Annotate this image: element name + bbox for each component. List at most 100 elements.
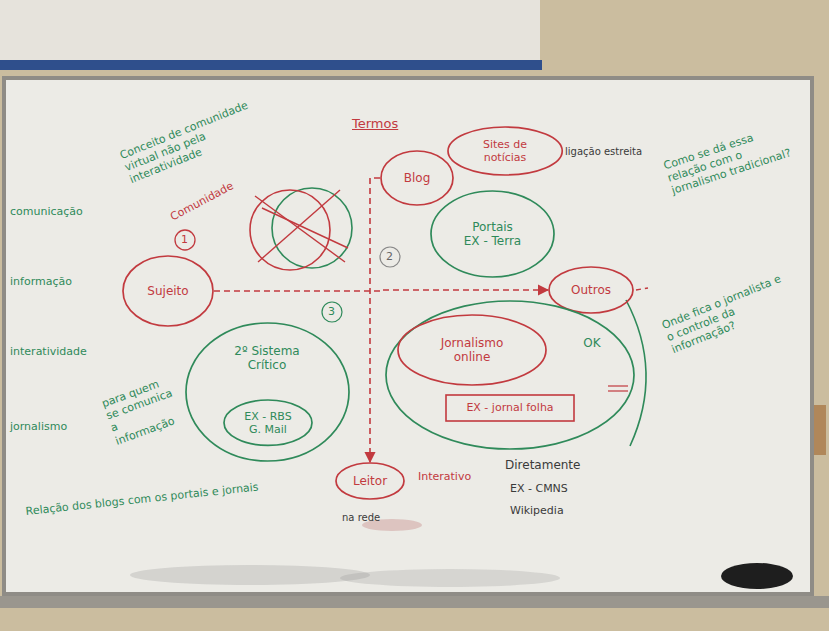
callout-circle	[322, 302, 342, 322]
smudge	[130, 565, 370, 585]
note: ligação estreita	[565, 146, 650, 158]
text-group: Leitor	[335, 462, 405, 500]
subject-circle: Sujeito	[122, 255, 214, 327]
circle-border	[123, 256, 213, 326]
label-holder: comunicação	[10, 205, 83, 218]
note: na rede	[342, 512, 380, 524]
node-text: EX - jornal folha	[466, 401, 553, 414]
dashed-leader	[636, 288, 648, 290]
smudge	[340, 569, 560, 587]
wall-fixture	[814, 405, 826, 455]
node-text: EX - RBS	[244, 410, 291, 423]
bracket	[626, 300, 646, 446]
note: Relação dos blogs com os portais e jorna…	[25, 478, 285, 518]
board-tray	[0, 596, 829, 608]
label-holder: Comunidade	[168, 179, 236, 223]
node-text: Portais	[472, 220, 513, 234]
label-holder: Termos	[352, 116, 398, 132]
label-holder: Conceito de comunidade virtual não pela …	[118, 94, 272, 187]
circle-outline	[185, 322, 350, 462]
text-group: PortaisEX - Terra	[430, 190, 555, 278]
board-surface	[6, 80, 810, 592]
text-group: EX - jornal folha	[445, 394, 575, 422]
label-holder: 3	[328, 305, 335, 318]
label-holder: na rede	[342, 512, 380, 524]
blog-circle: Blog	[380, 150, 454, 206]
eraser	[721, 563, 793, 589]
node-text: EX - Terra	[464, 234, 521, 248]
dashed-arrow	[214, 290, 548, 291]
circle-border	[186, 323, 349, 461]
node-text: Outros	[571, 283, 611, 297]
system-circle: EX - RBSG. Mail 2º Sistema Crítico	[185, 322, 350, 462]
note: Diretamente	[505, 458, 580, 472]
label-holder: jornalismo	[10, 420, 67, 433]
label-holder: Interativo	[418, 470, 471, 483]
node-text: G. Mail	[249, 423, 287, 436]
journalism-circle: Jornalismo online	[397, 314, 547, 386]
text-group: EX - RBSG. Mail	[223, 399, 313, 446]
node-text: Jornalismo online	[427, 336, 517, 365]
node-text: Sites de notícias	[469, 138, 541, 164]
callout-number: 3	[328, 305, 335, 318]
news-sites-circle: Sites de notícias	[447, 126, 563, 176]
circle-border	[381, 151, 453, 205]
note: Onde fica o jornalista e o controle da i…	[660, 272, 793, 357]
note: para quem se comunica a informação	[100, 374, 184, 448]
crossed-circle	[272, 188, 352, 268]
label-holder: EX - CMNS	[510, 482, 568, 495]
circle-border	[448, 127, 562, 175]
callout-circle	[175, 230, 195, 250]
note: EX - CMNS	[510, 482, 568, 495]
node-text: OK	[577, 336, 607, 350]
example-box: EX - jornal folha	[445, 394, 575, 422]
node-text: Sujeito	[147, 284, 188, 298]
projector-screen	[0, 0, 540, 62]
note: Wikipedia	[510, 504, 564, 517]
label-holder: Wikipedia	[510, 504, 564, 517]
circle-border	[549, 267, 633, 313]
box-border	[446, 395, 574, 421]
text-group: Outros	[548, 266, 634, 314]
label-holder: 2	[386, 250, 393, 263]
tick-mark	[608, 390, 628, 391]
text-group: Sujeito	[122, 255, 214, 327]
others-circle: Outros	[548, 266, 634, 314]
node-text: Leitor	[353, 474, 387, 488]
label-holder: para quem se comunica a informação	[100, 374, 184, 448]
screen-bar	[0, 60, 542, 70]
note: Como se dá essa relação com o jornalismo…	[662, 120, 798, 198]
circle-border	[224, 400, 312, 445]
portals-circle: PortaisEX - Terra	[430, 190, 555, 278]
dashed-arrow	[370, 178, 380, 462]
text-group: Sites de notícias	[447, 126, 563, 176]
label-holder: informação	[10, 275, 72, 288]
note: informação	[10, 275, 72, 288]
text-group: Blog	[380, 150, 454, 206]
text-group: 2º Sistema Crítico	[217, 344, 317, 373]
board-frame	[2, 76, 814, 596]
circle-border	[386, 301, 634, 449]
heading: Termos	[352, 116, 398, 132]
label-holder: interatividade	[10, 345, 87, 358]
cross-out	[258, 190, 340, 262]
callout-circle	[380, 247, 400, 267]
note: Comunidade	[168, 179, 236, 223]
text-group: OK	[577, 336, 607, 350]
circle-outline	[385, 300, 635, 450]
note: Conceito de comunidade virtual não pela …	[118, 94, 272, 187]
text-group: Jornalismo online	[397, 314, 547, 386]
circle-border	[398, 315, 546, 385]
label-holder: 1	[181, 233, 188, 246]
label-holder: ligação estreita	[565, 146, 650, 158]
circle-border	[336, 463, 404, 499]
note: Interativo	[418, 470, 471, 483]
reader-circle: Leitor	[335, 462, 405, 500]
tick-mark	[608, 385, 628, 386]
label-holder: Relação dos blogs com os portais e jorna…	[25, 478, 285, 518]
note: jornalismo	[10, 420, 67, 433]
node-text: Blog	[404, 171, 431, 185]
note: comunicação	[10, 205, 83, 218]
